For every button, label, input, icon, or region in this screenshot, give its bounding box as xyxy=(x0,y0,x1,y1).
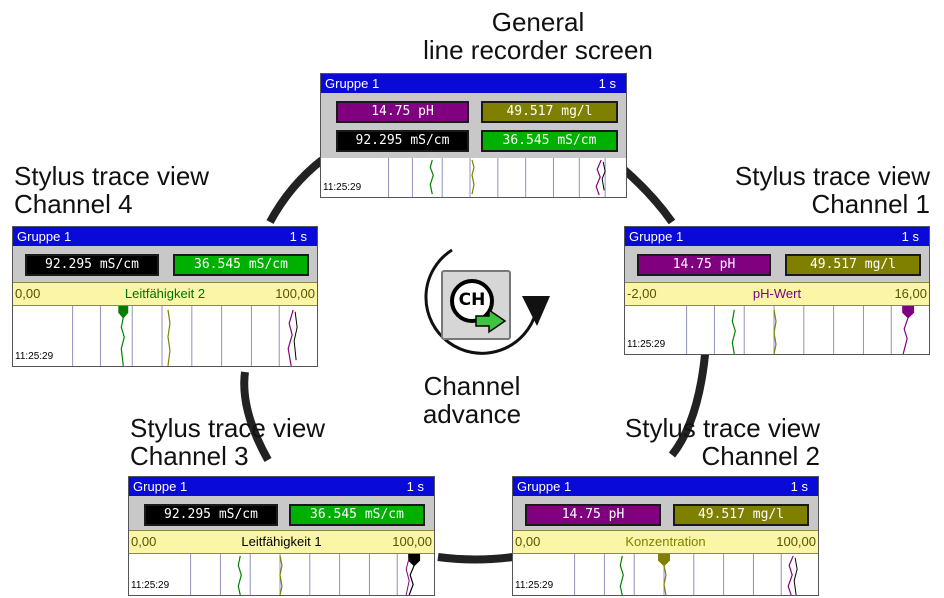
scale-channel-name: Leitfähigkeit 1 xyxy=(241,534,322,549)
panel-header: Gruppe 1 1 s xyxy=(13,227,317,246)
scale-max: 100,00 xyxy=(275,286,315,301)
scale-bar: 0,00 Konzentration 100,00 xyxy=(513,530,818,554)
trace-plot: 11:25:29 xyxy=(625,306,929,354)
value-ms1: 92.295 mS/cm xyxy=(144,504,278,526)
caption-general-line1: General xyxy=(491,7,585,37)
caption-ch3-line2: Channel 3 xyxy=(130,441,249,471)
caption-center-line1: Channel xyxy=(423,371,521,401)
group-name: Gruppe 1 xyxy=(325,76,380,91)
trace-plot: 11:25:29 xyxy=(513,554,818,595)
group-name: Gruppe 1 xyxy=(133,479,188,494)
caption-ch2: Stylus trace view Channel 2 xyxy=(625,414,820,470)
interval: 1 s xyxy=(406,479,424,494)
arc-ch4-general xyxy=(266,156,325,224)
time-label: 11:25:29 xyxy=(627,339,666,350)
scale-channel-name: pH-Wert xyxy=(752,286,802,301)
value-ms1: 92.295 mS/cm xyxy=(336,130,469,152)
time-label: 11:25:29 xyxy=(131,580,170,591)
interval: 1 s xyxy=(289,229,307,244)
caption-general-line2: line recorder screen xyxy=(423,35,653,65)
scale-max: 100,00 xyxy=(392,534,432,549)
value-mg: 49.517 mg/l xyxy=(785,254,921,276)
caption-ch4-line2: Channel 4 xyxy=(14,189,133,219)
value-ms2: 36.545 mS/cm xyxy=(289,504,425,526)
panel-ch2: Gruppe 1 1 s 14.75 pH 49.517 mg/l 0,00 K… xyxy=(512,476,819,596)
trace-plot: 11:25:29 xyxy=(13,306,317,366)
scale-bar: 0,00 Leitfähigkeit 2 100,00 xyxy=(13,282,317,306)
panel-header: Gruppe 1 1 s xyxy=(513,477,818,496)
panel-ch3: Gruppe 1 1 s 92.295 mS/cm 36.545 mS/cm 0… xyxy=(128,476,435,596)
scale-bar: -2,00 pH-Wert 16,00 xyxy=(625,282,929,306)
caption-ch3-line1: Stylus trace view xyxy=(130,413,326,443)
scale-min: 0,00 xyxy=(515,534,541,549)
value-ph: 14.75 pH xyxy=(336,101,469,123)
scale-min: 0,00 xyxy=(131,534,157,549)
panel-ch1: Gruppe 1 1 s 14.75 pH 49.517 mg/l -2,00 … xyxy=(624,226,930,355)
interval: 1 s xyxy=(598,76,616,91)
scale-channel-name: Leitfähigkeit 2 xyxy=(124,286,206,301)
scale-min: -2,00 xyxy=(627,286,657,301)
caption-channel-advance: Channel advance xyxy=(404,372,540,428)
time-label: 11:25:29 xyxy=(323,182,362,193)
interval: 1 s xyxy=(901,229,919,244)
trace-plot: 11:25:29 xyxy=(321,158,626,197)
interval: 1 s xyxy=(790,479,808,494)
value-ms2: 36.545 mS/cm xyxy=(481,130,618,152)
caption-ch3: Stylus trace view Channel 3 xyxy=(130,414,325,470)
panel-header: Gruppe 1 1 s xyxy=(129,477,434,496)
group-name: Gruppe 1 xyxy=(17,229,72,244)
value-ph: 14.75 pH xyxy=(525,504,661,526)
time-label: 11:25:29 xyxy=(515,580,554,591)
arc-ch2-ch3 xyxy=(437,553,514,564)
arc-ch3-ch4 xyxy=(240,371,272,462)
panel-header: Gruppe 1 1 s xyxy=(321,74,626,93)
caption-ch4: Stylus trace view Channel 4 xyxy=(14,162,209,218)
ch-button[interactable]: CH xyxy=(441,270,511,340)
value-ms1: 92.295 mS/cm xyxy=(25,254,159,276)
value-ph: 14.75 pH xyxy=(637,254,771,276)
panel-ch4: Gruppe 1 1 s 92.295 mS/cm 36.545 mS/cm 0… xyxy=(12,226,318,367)
scale-max: 16,00 xyxy=(894,286,927,301)
scale-max: 100,00 xyxy=(776,534,816,549)
scale-bar: 0,00 Leitfähigkeit 1 100,00 xyxy=(129,530,434,554)
caption-ch2-line2: Channel 2 xyxy=(701,441,820,471)
arc-ch1-ch2 xyxy=(668,343,710,458)
green-arrow-icon xyxy=(475,308,507,334)
scale-channel-name: Konzentration xyxy=(625,534,706,549)
caption-center-line2: advance xyxy=(422,399,522,429)
value-mg: 49.517 mg/l xyxy=(673,504,809,526)
caption-general: General line recorder screen xyxy=(398,8,678,64)
panel-header: Gruppe 1 1 s xyxy=(625,227,929,246)
trace-plot: 11:25:29 xyxy=(129,554,434,595)
caption-ch2-line1: Stylus trace view xyxy=(624,413,820,443)
ch-button-label: CH xyxy=(458,290,486,310)
time-label: 11:25:29 xyxy=(15,351,54,362)
group-name: Gruppe 1 xyxy=(517,479,572,494)
caption-ch1-line2: Channel 1 xyxy=(811,189,930,219)
value-ms2: 36.545 mS/cm xyxy=(173,254,309,276)
panel-general: Gruppe 1 1 s 14.75 pH 49.517 mg/l 92.295… xyxy=(320,73,627,198)
caption-ch1-line1: Stylus trace view xyxy=(734,161,930,191)
group-name: Gruppe 1 xyxy=(629,229,684,244)
caption-ch4-line1: Stylus trace view xyxy=(14,161,210,191)
channel-advance-arrow xyxy=(424,248,550,355)
caption-ch1: Stylus trace view Channel 1 xyxy=(735,162,930,218)
scale-min: 0,00 xyxy=(15,286,41,301)
value-mg: 49.517 mg/l xyxy=(481,101,618,123)
